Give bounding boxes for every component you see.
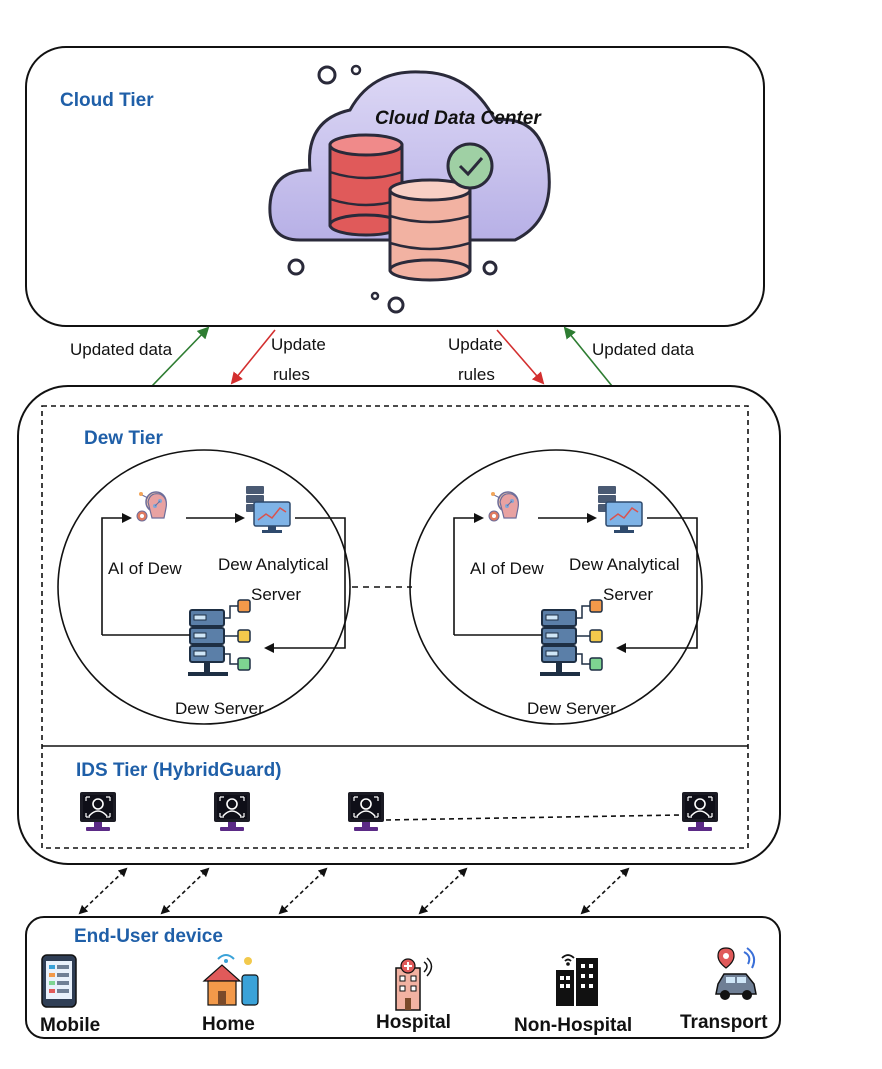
cloud-tier: Cloud Tier Cloud Data Center [25, 46, 765, 327]
ids-enduser-links [78, 867, 630, 915]
device-label: Hospital [376, 1012, 451, 1033]
dew-cluster-ellipse [409, 449, 703, 725]
flow-arrow [264, 517, 346, 653]
update-rules-label: rules [273, 365, 310, 384]
dew-tier-title: Dew Tier [84, 428, 163, 449]
flow-arrow [616, 517, 698, 653]
device-label: Home [202, 1014, 255, 1035]
updated-data-label: Updated data [70, 340, 173, 359]
dew-server-label: Dew Server [527, 699, 616, 718]
dew-ids-container: Dew Tier AI of Dew Dew Analytical Server… [17, 385, 781, 865]
flow-arrow [453, 513, 484, 635]
dew-server-label: Dew Server [175, 699, 264, 718]
ai-of-dew-label: AI of Dew [108, 559, 182, 578]
car-icon [715, 947, 757, 1000]
dew-cluster: AI of Dew Dew Analytical Server Dew Serv… [409, 449, 703, 725]
cloud-datacenter-label: Cloud Data Center [375, 108, 542, 129]
cloud-dew-links: Updated data Update rules Update rules U… [70, 326, 695, 387]
bidirectional-arrow [278, 867, 328, 915]
bidirectional-arrow [580, 867, 630, 915]
ids-link [385, 814, 681, 821]
hospital-icon [395, 957, 433, 1011]
ai-of-dew-label: AI of Dew [470, 559, 544, 578]
update-rules-label: rules [458, 365, 495, 384]
update-rules-label: Update [448, 335, 503, 354]
cloud-tier-title: Cloud Tier [60, 90, 154, 111]
dew-analytical-label: Dew Analytical [569, 555, 680, 574]
ids-tier-title: IDS Tier (HybridGuard) [76, 760, 282, 781]
dew-analytical-label: Server [603, 585, 653, 604]
dew-analytical-label: Server [251, 585, 301, 604]
dew-analytical-label: Dew Analytical [218, 555, 329, 574]
updated-data-label: Updated data [592, 340, 695, 359]
building-icon [556, 954, 598, 1006]
dew-dashed-frame [41, 405, 749, 849]
updated-data-arrow [563, 326, 613, 387]
update-rules-arrow [230, 329, 276, 385]
enduser-title: End-User device [74, 926, 223, 947]
device-label: Mobile [40, 1015, 100, 1036]
dew-outer-box [17, 385, 781, 865]
bidirectional-arrow [418, 867, 468, 915]
device-label: Transport [680, 1012, 768, 1033]
check-icon [446, 142, 494, 190]
updated-data-arrow [151, 326, 210, 387]
flow-arrow [101, 513, 132, 635]
database-icon [388, 178, 472, 282]
bidirectional-arrow [78, 867, 128, 915]
enduser-tier: End-User device [25, 916, 781, 1039]
mobile-icon [41, 954, 77, 1008]
update-rules-arrow [496, 329, 545, 385]
update-rules-label: Update [271, 335, 326, 354]
home-icon [202, 954, 259, 1006]
dew-cluster-ellipse [57, 449, 351, 725]
dew-cluster: AI of Dew Dew Analytical Server Dew Serv… [57, 449, 351, 725]
bidirectional-arrow [160, 867, 210, 915]
device-label: Non-Hospital [514, 1015, 632, 1036]
